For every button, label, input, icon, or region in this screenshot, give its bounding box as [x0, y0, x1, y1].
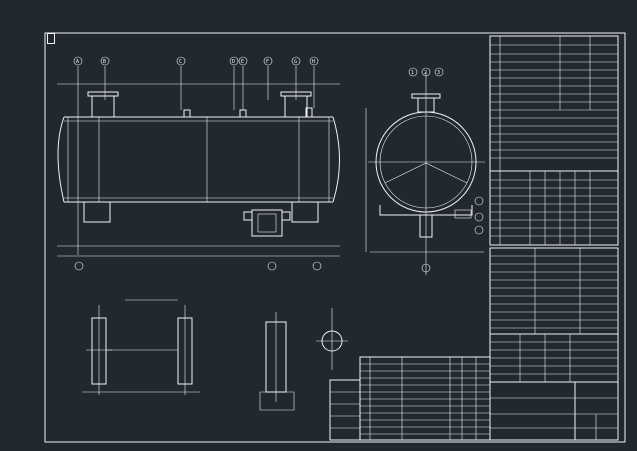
svg-text:A: A — [76, 59, 79, 65]
balloon-c — [176, 56, 186, 66]
detail-views — [82, 299, 348, 411]
spec-table-top — [489, 35, 619, 172]
side-view-balloons: 1 2 3 — [408, 67, 484, 273]
drawing-corner-stamp — [47, 33, 55, 44]
balloon-g — [291, 56, 301, 66]
bom-side-table — [329, 379, 361, 441]
balloon-h — [309, 56, 319, 66]
balloon-a — [73, 56, 83, 66]
leader-lines — [57, 66, 340, 257]
svg-text:H: H — [312, 59, 315, 65]
svg-text:D: D — [232, 59, 235, 65]
balloon-row-top: A B C D E F G H — [73, 56, 319, 66]
balloon-d — [229, 56, 239, 66]
svg-text:3: 3 — [437, 70, 440, 76]
balloon-row-bottom — [74, 261, 322, 271]
nozzle-table — [489, 170, 619, 246]
balloon-f — [263, 56, 273, 66]
bill-of-materials-table — [359, 356, 491, 441]
svg-text:2: 2 — [424, 70, 427, 76]
parts-summary-table — [489, 247, 619, 335]
svg-text:E: E — [241, 59, 244, 65]
vessel-front-view — [57, 91, 340, 237]
svg-text:B: B — [103, 59, 106, 65]
balloon-e — [238, 56, 248, 66]
title-block — [574, 381, 619, 441]
bom-title-band — [489, 381, 576, 441]
svg-text:F: F — [266, 59, 269, 65]
revision-table — [489, 333, 619, 383]
svg-text:C: C — [179, 59, 182, 65]
vessel-side-view — [365, 72, 485, 275]
sheet-outer-frame — [44, 32, 626, 443]
svg-text:1: 1 — [411, 70, 414, 76]
balloon-b — [100, 56, 110, 66]
svg-text:G: G — [294, 59, 297, 65]
